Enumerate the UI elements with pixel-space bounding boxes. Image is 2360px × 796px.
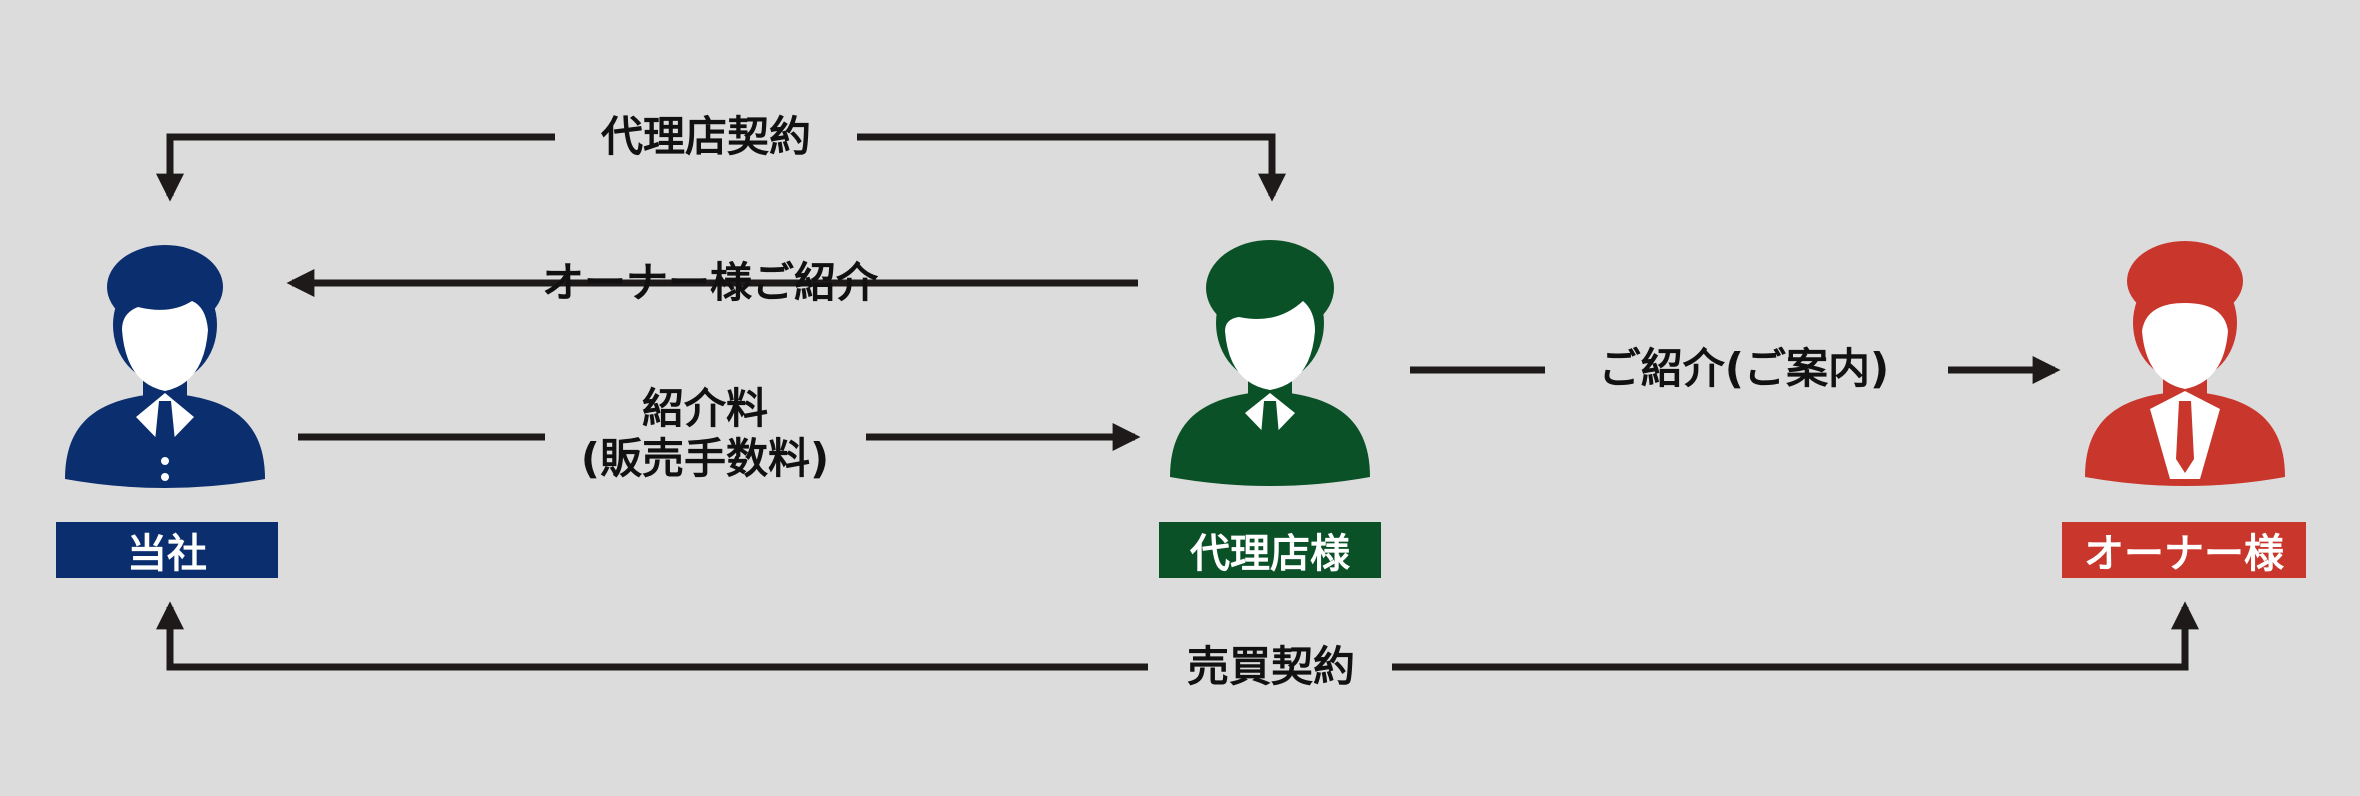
company-name-box: 当社 (56, 522, 278, 578)
company-person-icon (65, 245, 265, 488)
sales-contract-left-arrow (156, 601, 1148, 671)
sales-contract-right-arrow (1392, 601, 2199, 671)
sales-contract-label: 売買契約 (1186, 642, 1355, 691)
fee-label: 紹介料 (販売手数料) (552, 384, 858, 485)
introduction-guidance-label: ご紹介(ご案内) (1598, 344, 1890, 393)
fee-label-line2: (販売手数料) (580, 434, 830, 484)
owner-introduction-label: オーナー様ご紹介 (541, 258, 878, 307)
agency-contract-left-arrow (156, 133, 555, 202)
agency-name: 代理店様 (1190, 531, 1350, 577)
fee-label-line1: 紹介料 (641, 384, 768, 433)
owner-name-box: オーナー様 (2062, 522, 2306, 578)
owner-name: オーナー様 (2084, 531, 2284, 577)
owner-person-icon (2085, 241, 2285, 486)
agency-contract-label: 代理店契約 (600, 112, 811, 161)
company-name: 当社 (127, 531, 207, 577)
agency-contract-right-arrow (857, 133, 1286, 202)
agency-person-icon (1170, 240, 1370, 486)
agency-name-box: 代理店様 (1159, 522, 1381, 578)
